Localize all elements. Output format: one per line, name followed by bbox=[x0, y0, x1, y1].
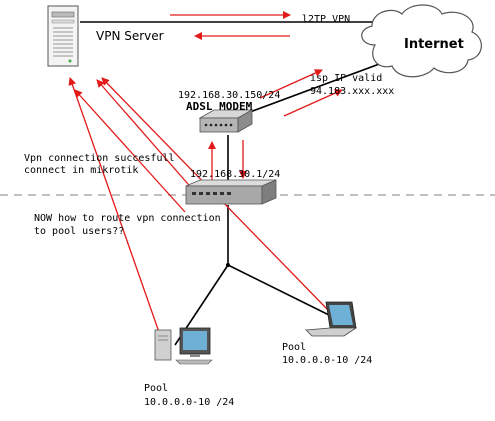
arrow-router-to-server bbox=[96, 79, 196, 193]
pool-left-label-line1: Pool bbox=[144, 383, 168, 394]
laptop-icon bbox=[305, 301, 358, 337]
switch-to-laptop-link bbox=[227, 264, 336, 319]
arrow-modem-to-internet-2 bbox=[283, 89, 343, 117]
question-label-line2: to pool users?? bbox=[34, 226, 124, 237]
isp-ip-label-line2: 94.183.xxx.xxx bbox=[310, 86, 394, 97]
vpn-success-label-line2: connect in mikrotik bbox=[24, 165, 138, 176]
labels: VPN Server l2TP VPN Internet isp IP vali… bbox=[24, 14, 464, 408]
pool-right-label-line1: Pool bbox=[282, 342, 306, 353]
server-icon bbox=[47, 5, 79, 67]
pool-right-label-line2: 10.0.0.0-10 /24 bbox=[282, 355, 372, 366]
question-label-line1: NOW how to route vpn connection bbox=[34, 213, 221, 224]
arrow-desktop-to-server bbox=[68, 77, 161, 336]
modem-name-label: ADSL MODEM bbox=[186, 100, 253, 113]
vpn-server-label: VPN Server bbox=[96, 29, 164, 43]
internet-label: Internet bbox=[404, 37, 464, 52]
desktop-computer-icon bbox=[154, 327, 213, 365]
modem-to-cloud-link bbox=[249, 59, 391, 113]
isp-ip-label-line1: isp IP valid bbox=[310, 73, 382, 84]
vpn-success-label-line1: Vpn connection succesfull bbox=[24, 153, 175, 164]
arrow-modem-to-internet-1 bbox=[259, 69, 323, 99]
router-icon bbox=[185, 179, 277, 205]
router-ip-label: 192.168.30.1/24 bbox=[190, 169, 280, 180]
junction-node bbox=[226, 263, 230, 267]
modem-icon bbox=[198, 109, 254, 133]
modem-ip-label: 192.168.30.150/24 bbox=[178, 90, 280, 101]
flow-arrows bbox=[68, 11, 343, 336]
l2tp-vpn-label: l2TP VPN bbox=[302, 14, 350, 25]
pool-left-label-line2: 10.0.0.0-10 /24 bbox=[144, 397, 234, 408]
arrow-router-to-server-2 bbox=[74, 89, 186, 213]
connection-lines bbox=[80, 21, 391, 346]
cloud-icon bbox=[361, 4, 482, 78]
